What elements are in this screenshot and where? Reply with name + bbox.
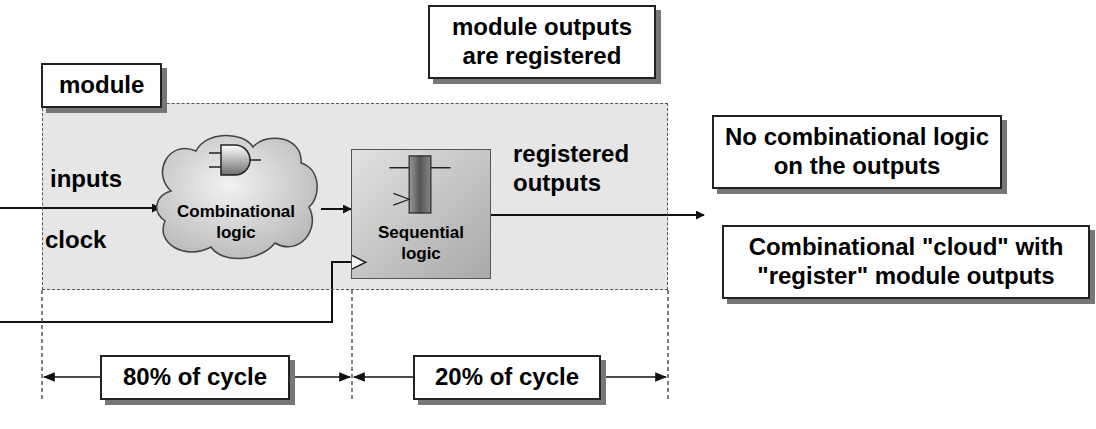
box-text: 80% of cycle <box>123 363 267 392</box>
block-label: Sequential logic <box>364 223 479 264</box>
module-region-fill <box>42 103 668 290</box>
box-text: module outputs are registered <box>440 13 644 71</box>
note-box: module outputs are registered <box>428 5 656 79</box>
combinational-cloud: Combinational logic <box>151 131 321 261</box>
note-box: Combinational "cloud" with "register" mo… <box>722 225 1090 299</box>
divider-line <box>41 290 43 400</box>
signal-name: clock <box>45 226 106 255</box>
signal-name: registered outputs <box>513 140 663 198</box>
timing-box: 80% of cycle <box>100 355 290 400</box>
module-heading: module <box>59 71 144 100</box>
divider-line <box>351 290 353 400</box>
box-text: No combinational logic on the outputs <box>724 123 990 181</box>
signal-arrow <box>321 208 351 210</box>
block-label: Combinational logic <box>166 202 306 243</box>
timing-box: 20% of cycle <box>413 355 601 400</box>
output-wire <box>490 214 704 216</box>
box-text: 20% of cycle <box>435 363 579 392</box>
clock-wire <box>0 262 352 322</box>
module-boundary: moduleCombinational logicSequential logi… <box>42 103 668 290</box>
note-box: No combinational logic on the outputs <box>712 115 1002 189</box>
box-text: Combinational "cloud" with "register" mo… <box>734 233 1078 291</box>
input-wire <box>0 207 160 209</box>
signal-name: inputs <box>50 165 122 194</box>
heading-box: module <box>41 63 162 108</box>
divider-line <box>667 290 669 400</box>
sequential-block: Sequential logic <box>351 149 491 279</box>
